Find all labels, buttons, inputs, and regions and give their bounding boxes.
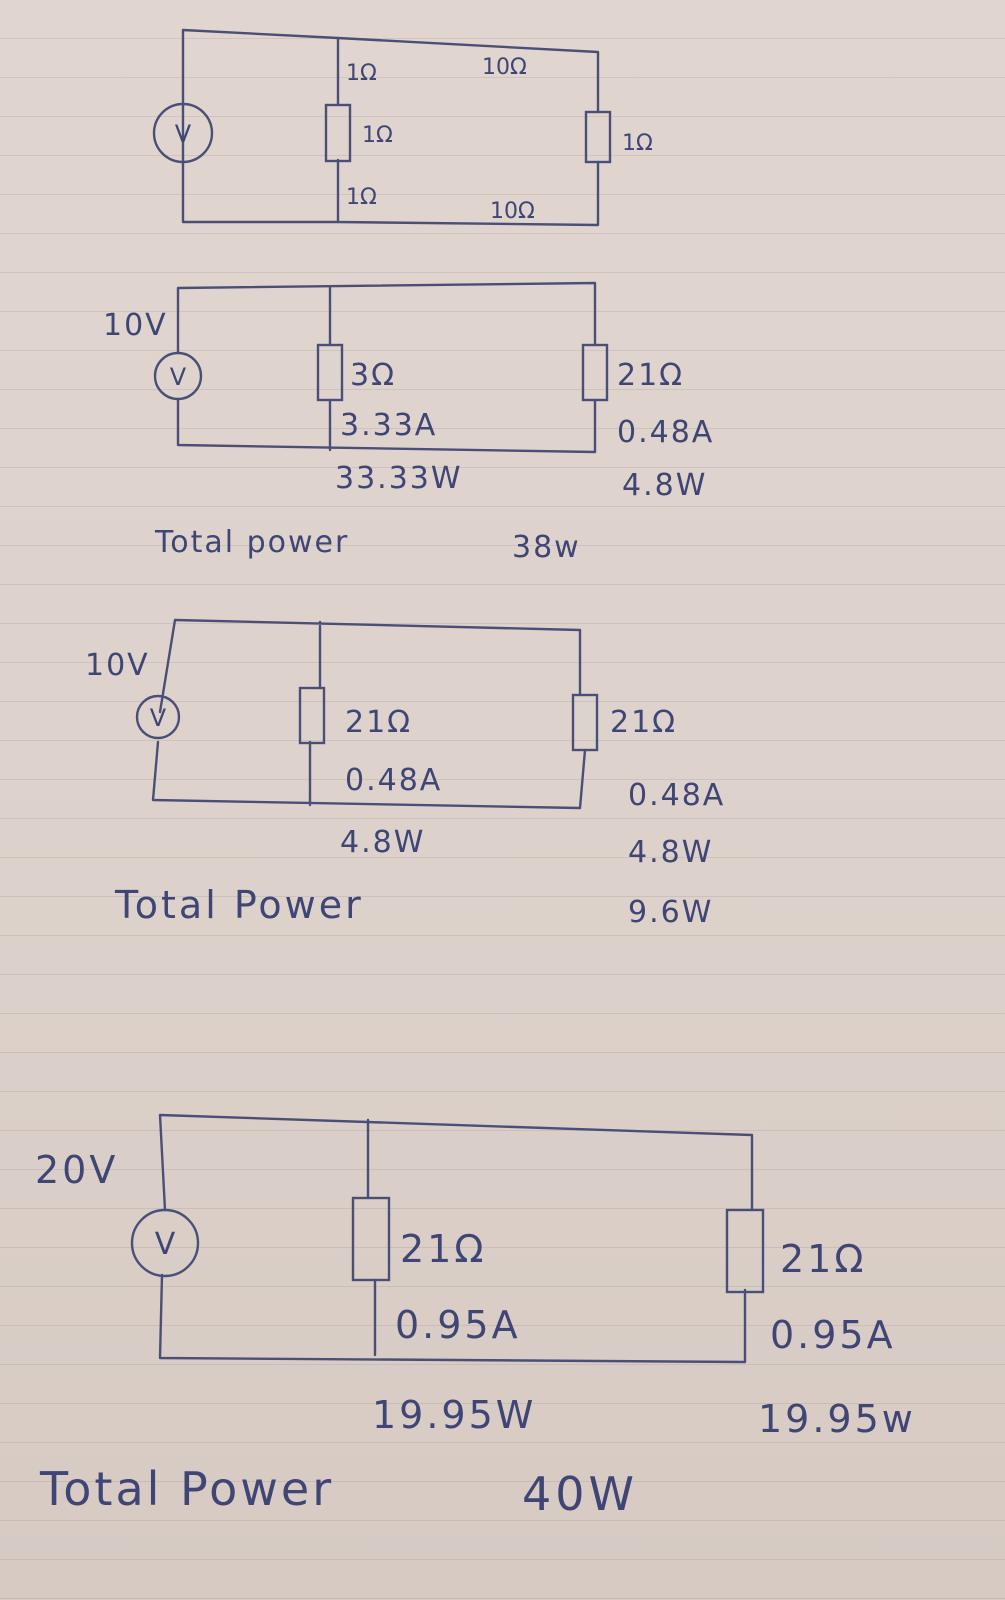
circuit-2-branch-1-resistance: 3Ω [350,358,396,393]
circuit-3-branch-2-current: 0.48A [628,778,725,813]
circuit-2-branch-2-power: 4.8W [622,468,707,503]
voltmeter-icon [152,102,214,164]
circuit-3-source-symbol: V [150,704,167,732]
circuit-3-branch-1-power: 4.8W [340,825,425,860]
circuit-2-source-symbol: V [170,363,187,391]
circuit-2-total-value: 38w [512,530,581,565]
circuit-4-branch-2-resistance: 21Ω [780,1237,866,1281]
voltmeter-icon [130,1208,200,1278]
circuit-4-branch-2-power: 19.95w [758,1397,916,1441]
circuit-3: V 10V 21Ω 0.48A 4.8W 21Ω 0.48A 4.8W Tota… [85,618,725,930]
circuit-1: V 1Ω 1Ω 1Ω 10Ω 1Ω 10Ω [152,28,653,227]
circuit-3-total-value: 9.6W [628,895,713,930]
circuit-2-branch-2-resistance: 21Ω [617,358,684,393]
resistor-icon [298,686,326,745]
circuit-1-source: V [152,102,214,164]
voltmeter-icon [153,351,203,401]
circuit-1-r-middle: 1Ω [362,123,393,148]
circuit-2-voltage: 10V [103,308,168,343]
circuit-3-voltage: 10V [85,648,150,683]
circuit-3-branch-2-power: 4.8W [628,835,713,870]
resistor-icon [316,343,344,402]
resistor-icon [351,1196,391,1282]
circuit-1-r-bottom-right: 10Ω [490,199,535,224]
circuit-2-total-label: Total power [154,525,349,560]
circuit-2-branch-2-current: 0.48A [617,415,714,450]
circuit-2: V 10V 3Ω 3.33A 33.33W 21Ω 0.48A 4.8W Tot… [103,281,714,565]
resistor-icon [324,103,352,163]
circuit-2-branch-1-current: 3.33A [340,408,437,443]
resistor-icon [584,110,612,164]
circuit-3-branch-2-resistance: 21Ω [610,705,677,740]
circuit-1-r-top-right: 10Ω [482,55,527,80]
circuit-4-branch-1-current: 0.95A [395,1303,521,1347]
circuit-4-total-label: Total Power [39,1462,334,1516]
circuit-2-source: V [153,351,203,401]
circuit-3-wires [151,618,587,810]
resistor-icon [581,343,609,402]
circuit-3-total-label: Total Power [114,883,364,927]
circuit-4: V 20V 21Ω 0.95A 19.95W 21Ω 0.95A 19.95w … [35,1113,916,1521]
circuit-1-r-bottom-left: 1Ω [346,185,377,210]
circuit-4-source-symbol: V [155,1227,176,1262]
resistor-icon [725,1208,765,1294]
circuit-4-total-value: 40W [522,1467,638,1521]
circuit-3-source: V [135,694,181,740]
circuit-4-branch-1-resistance: 21Ω [400,1227,486,1271]
circuit-2-branch-1-power: 33.33W [335,461,463,496]
circuit-1-r-top-left: 1Ω [346,61,377,86]
voltmeter-icon [135,694,181,740]
resistor-icon [571,693,599,752]
circuit-1-source-symbol: V [175,120,192,148]
circuit-4-wires [158,1113,754,1364]
circuit-3-branch-1-resistance: 21Ω [345,705,412,740]
circuit-3-branch-1-current: 0.48A [345,763,442,798]
circuit-2-wires [176,281,597,454]
circuit-4-branch-2-current: 0.95A [770,1313,896,1357]
circuit-4-source: V [130,1208,200,1278]
circuit-4-voltage: 20V [35,1148,118,1192]
circuit-4-branch-1-power: 19.95W [372,1393,536,1437]
circuit-1-r-right: 1Ω [622,131,653,156]
circuit-1-wires [181,28,600,227]
